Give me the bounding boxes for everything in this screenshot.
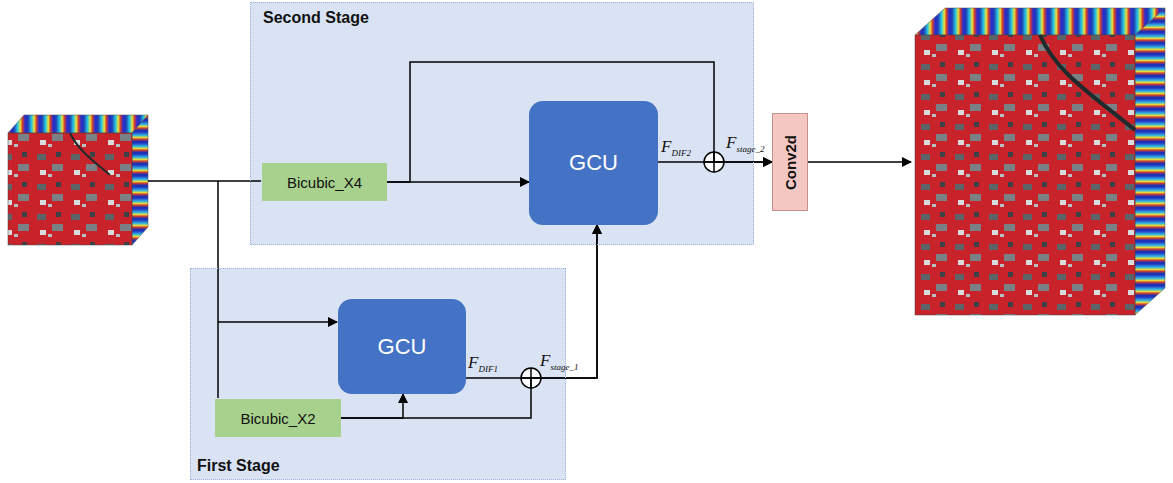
feature-label: Fstage_2 [726,134,764,154]
connector-arrow [466,225,597,378]
box-label: GCU [378,334,427,360]
box-label: GCU [569,150,618,176]
stage-title: Second Stage [263,9,369,27]
box-label: Bicubic_X2 [240,410,315,427]
stage-band: Second StageBicubic_X4 GCU [250,2,754,245]
gcu-block: GCU [529,101,658,225]
connector-arrow [341,394,403,418]
stage-band: First Stage GCU Bicubic_X2 [190,268,566,480]
box-label: Bicubic_X4 [287,174,362,191]
upsample-box: Bicubic_X4 [262,163,387,201]
feature-label: FDIF1 [468,354,498,374]
stage-title: First Stage [197,457,280,475]
gcu-block: GCU [338,299,466,394]
conv-box: Conv2d [772,113,808,211]
box-label: Conv2d [782,134,799,189]
connector-arrow [658,161,772,163]
band-fill [250,2,754,245]
upsample-box: Bicubic_X2 [215,399,341,437]
feature-label: Fstage_1 [540,352,578,372]
feature-label: FDIF2 [661,138,691,158]
